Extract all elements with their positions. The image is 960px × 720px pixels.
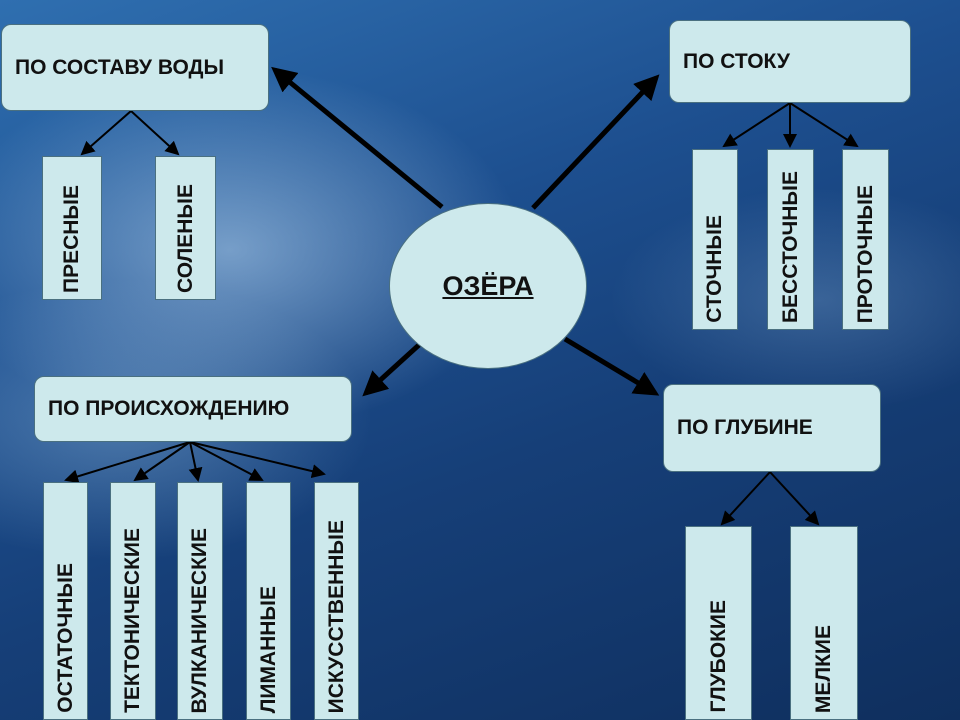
leaf-fresh: ПРЕСНЫЕ (42, 156, 102, 300)
leaf-shallow: МЕЛКИЕ (790, 526, 858, 720)
category-runoff-label: ПО СТОКУ (683, 49, 790, 73)
leaf-relict-label: ОСТАТОЧНЫЕ (53, 563, 77, 713)
leaf-endorheic-label: БЕССТОЧНЫЕ (778, 170, 802, 323)
category-runoff: ПО СТОКУ (669, 20, 911, 103)
leaf-relict: ОСТАТОЧНЫЕ (43, 482, 88, 720)
leaf-volcanic: ВУЛКАНИЧЕСКИЕ (177, 482, 223, 720)
category-origin: ПО ПРОИСХОЖДЕНИЮ (34, 376, 352, 442)
leaf-tectonic: ТЕКТОНИЧЕСКИЕ (110, 482, 156, 720)
leaf-artificial: ИСКУССТВЕННЫЕ (314, 482, 359, 720)
leaf-shallow-label: МЕЛКИЕ (812, 624, 835, 713)
leaf-fresh-label: ПРЕСНЫЕ (60, 184, 83, 293)
leaf-flowthrough: ПРОТОЧНЫЕ (842, 149, 889, 330)
leaf-salty-label: СОЛЕНЫЕ (173, 184, 197, 293)
leaf-endorheic: БЕССТОЧНЫЕ (767, 149, 814, 330)
leaf-drainage: СТОЧНЫЕ (692, 149, 738, 330)
arrow-to-runoff (531, 74, 660, 210)
category-depth-label: ПО ГЛУБИНЕ (677, 416, 813, 439)
center-label: ОЗЁРА (442, 270, 534, 301)
leaf-deep: ГЛУБОКИЕ (685, 526, 752, 720)
leaf-estuarine: ЛИМАННЫЕ (246, 482, 291, 720)
category-depth: ПО ГЛУБИНЕ (663, 384, 881, 472)
arrow-to-origin (362, 342, 422, 397)
category-composition-label: ПО СОСТАВУ ВОДЫ (15, 55, 225, 79)
leaf-drainage-label: СТОЧНЫЕ (703, 215, 726, 323)
center-node-lakes: ОЗЁРА (389, 203, 587, 369)
leaf-estuarine-label: ЛИМАННЫЕ (256, 585, 280, 713)
arrow-to-composition (271, 66, 444, 209)
leaf-tectonic-label: ТЕКТОНИЧЕСКИЕ (121, 528, 144, 713)
leaf-flowthrough-label: ПРОТОЧНЫЕ (853, 184, 877, 323)
leaf-deep-label: ГЛУБОКИЕ (706, 600, 730, 713)
leaf-volcanic-label: ВУЛКАНИЧЕСКИЕ (188, 527, 211, 713)
arrow-to-depth (563, 336, 660, 396)
leaf-artificial-label: ИСКУССТВЕННЫЕ (324, 519, 348, 713)
category-origin-label: ПО ПРОИСХОЖДЕНИЮ (48, 397, 290, 420)
leaf-salty: СОЛЕНЫЕ (155, 156, 216, 300)
category-composition: ПО СОСТАВУ ВОДЫ (1, 24, 269, 111)
